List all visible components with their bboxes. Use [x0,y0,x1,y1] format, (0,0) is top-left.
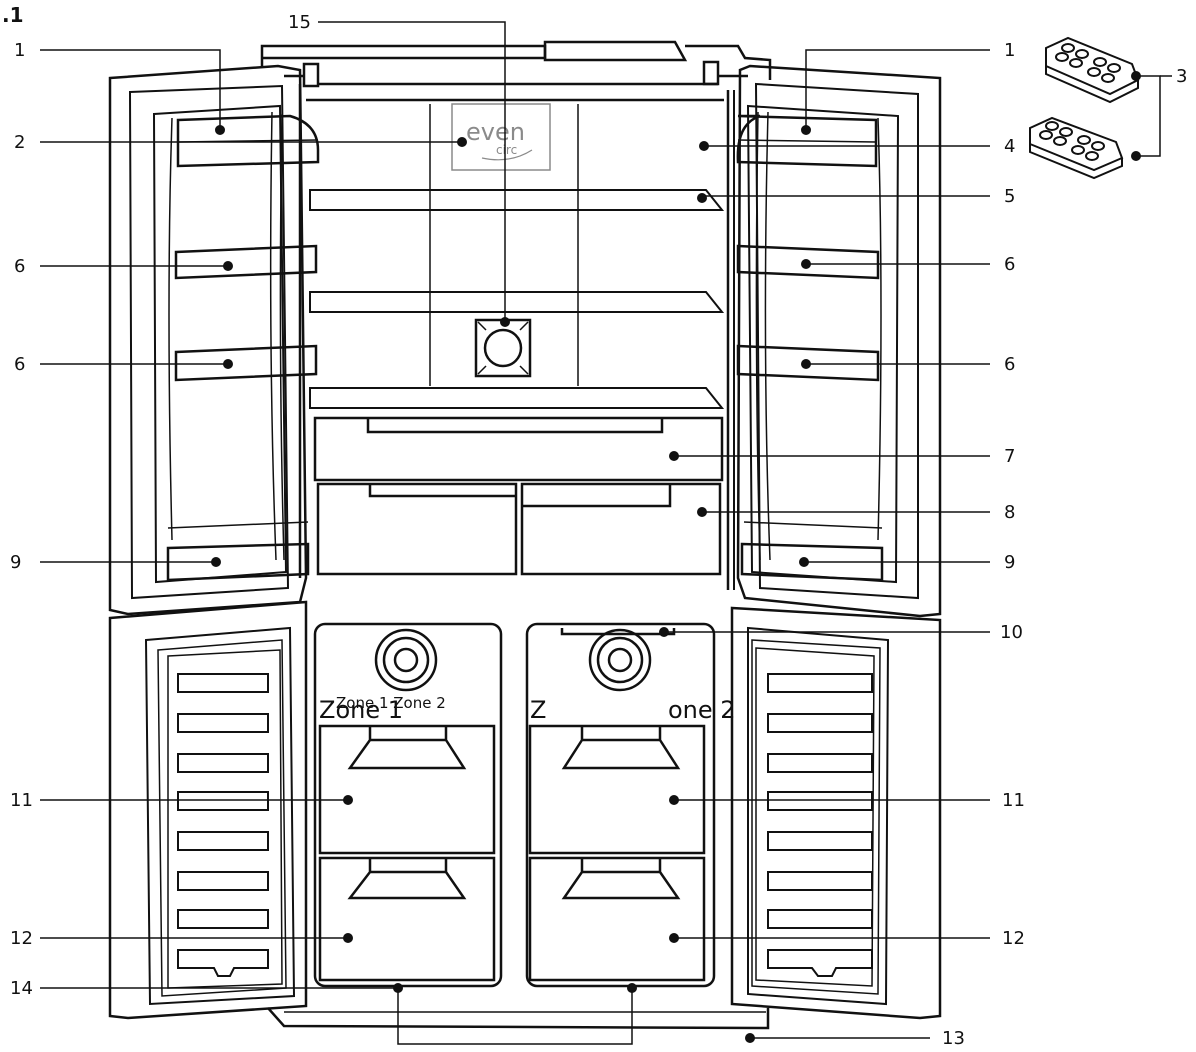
callout-6-left-a: 6 [14,256,25,277]
callout-15: 15 [288,12,311,33]
leader-dots [211,71,1141,1043]
door-shelf-right-upper [736,244,880,280]
callout-9-left: 9 [10,552,21,573]
callout-6-right-a: 6 [1004,254,1015,275]
egg-tray-lower [1029,116,1124,180]
callout-3: 3 [1176,66,1187,87]
callout-14: 14 [10,978,33,999]
dairy-compartment-right [736,114,878,168]
callout-6-left-b: 6 [14,354,25,375]
zone2-label-rest: one 2 [668,696,736,724]
egg-tray-upper [1045,36,1140,104]
door-shelf-left-lower [174,344,318,382]
logo-word: even [466,118,525,146]
left-fridge-door [108,64,308,616]
freezer-drawer-11-left [318,724,496,855]
logo-panel [451,103,551,171]
bottle-shelf-right [740,542,884,582]
zone-label-small: Zone 1 Zone 2 [336,694,446,712]
logo-sub: circ [496,143,517,157]
callout-11-right: 11 [1002,790,1025,811]
zone1-label: Zone 1 [319,696,403,724]
callout-10: 10 [1000,622,1023,643]
callout-8: 8 [1004,502,1015,523]
wide-drawer [313,416,724,482]
shelf-upper [309,189,725,211]
callout-12-right: 12 [1002,928,1025,949]
shelf-middle [309,291,725,313]
right-freezer-door-slots [767,673,873,977]
freezer-drawer-12-left [318,856,496,982]
cabinet-top [260,40,772,88]
callout-11-left: 11 [10,790,33,811]
door-shelf-left-upper [174,244,318,280]
callout-12-left: 12 [10,928,33,949]
freezer-cabinet [267,622,770,1030]
right-fridge-door [736,64,942,618]
callout-labels: 1 1 2 3 4 5 6 6 6 6 7 8 9 9 10 11 11 12 … [10,12,1187,1049]
freezer-drawer-11-right [528,724,706,855]
callout-4: 4 [1004,136,1015,157]
bottle-shelf-left [166,542,310,582]
callout-9-right: 9 [1004,552,1015,573]
left-door-bins [166,114,320,582]
freezer-fan-zone1 [374,628,438,692]
figure-label: .1 [2,3,24,27]
callout-6-right-b: 6 [1004,354,1015,375]
zone2-label-z: Z [530,696,546,724]
crisper-drawers [316,482,722,576]
callout-5: 5 [1004,186,1015,207]
callout-1-left: 1 [14,40,25,61]
callout-7: 7 [1004,446,1015,467]
left-freezer-door [108,600,308,1020]
air-outlet-fan [474,318,532,378]
callout-2: 2 [14,132,25,153]
leader-lines [40,21,1172,1045]
door-shelf-right-lower [736,344,880,382]
callout-13: 13 [942,1028,965,1048]
right-freezer-door [730,606,942,1020]
glass-shelves [309,189,725,409]
callout-1-right: 1 [1004,40,1015,61]
freezer-drawers [318,724,706,982]
right-door-bins [736,114,884,582]
freezer-drawer-12-right [528,856,706,982]
freezer-fan-zone2 [560,628,676,692]
evencirc-logo: even circ [451,103,551,171]
left-freezer-door-slots [177,673,269,977]
shelf-lower [309,387,725,409]
dairy-compartment-left [176,114,320,168]
